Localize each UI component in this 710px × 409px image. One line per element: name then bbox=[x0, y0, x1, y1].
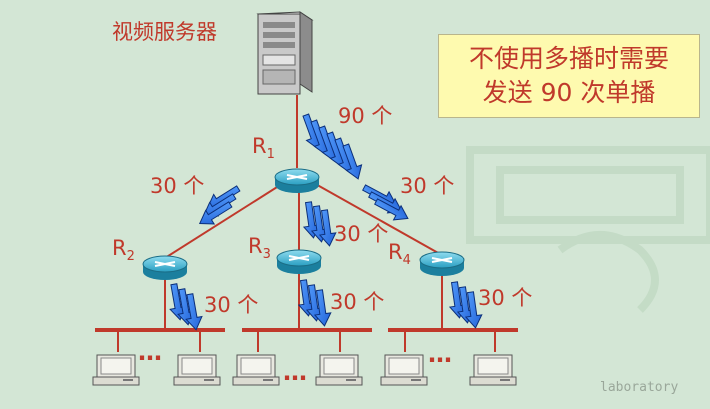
callout-line-1: 不使用多播时需要 bbox=[468, 44, 669, 73]
router-r3-label: R3 bbox=[248, 234, 271, 263]
router-r4-icon bbox=[419, 251, 465, 276]
count-lan-left: 30 个 bbox=[204, 293, 259, 317]
ellipsis-left: … bbox=[138, 338, 163, 366]
lan-bar-left bbox=[95, 328, 225, 332]
link-r1-r2 bbox=[164, 181, 286, 259]
router-r2-label: R2 bbox=[112, 236, 135, 265]
link-r1-r4 bbox=[311, 181, 441, 255]
computer-icon bbox=[173, 354, 221, 386]
arrows-r1-to-r3 bbox=[300, 200, 338, 248]
callout-line-2: 发送 90 次单播 bbox=[482, 78, 656, 107]
count-lan-middle: 30 个 bbox=[330, 290, 385, 314]
router-r4-label: R4 bbox=[388, 240, 411, 269]
computer-icon bbox=[232, 354, 280, 386]
arrows-r3-to-lan bbox=[295, 278, 333, 328]
count-r1-to-r3: 30 个 bbox=[334, 222, 389, 246]
ellipsis-middle: … bbox=[283, 358, 308, 386]
lan-drops bbox=[117, 332, 496, 352]
callout-box: 不使用多播时需要 发送 90 次单播 bbox=[438, 34, 700, 118]
lan-bar-right bbox=[388, 328, 518, 332]
computer-icon bbox=[380, 354, 428, 386]
video-server-icon bbox=[256, 11, 314, 95]
computer-icon bbox=[315, 354, 363, 386]
router-r2-icon bbox=[142, 255, 188, 280]
background-pattern bbox=[466, 146, 710, 313]
links bbox=[164, 95, 443, 330]
computer-icon bbox=[92, 354, 140, 386]
watermark: laboratory bbox=[600, 380, 679, 395]
count-r1-to-r4: 30 个 bbox=[400, 174, 455, 198]
arrows-r2-to-lan bbox=[165, 282, 205, 332]
count-r1-to-r2: 30 个 bbox=[150, 174, 205, 198]
router-r1-icon bbox=[274, 168, 320, 193]
lan-bar-middle bbox=[242, 328, 372, 332]
video-server-label: 视频服务器 bbox=[112, 20, 217, 44]
lan-bars bbox=[95, 328, 518, 332]
router-r1-label: R1 bbox=[252, 134, 275, 163]
count-lan-right: 30 个 bbox=[478, 286, 533, 310]
computer-icon bbox=[469, 354, 517, 386]
count-server-to-r1: 90 个 bbox=[338, 104, 393, 128]
router-r3-icon bbox=[276, 249, 322, 274]
ellipsis-right: … bbox=[428, 340, 453, 368]
